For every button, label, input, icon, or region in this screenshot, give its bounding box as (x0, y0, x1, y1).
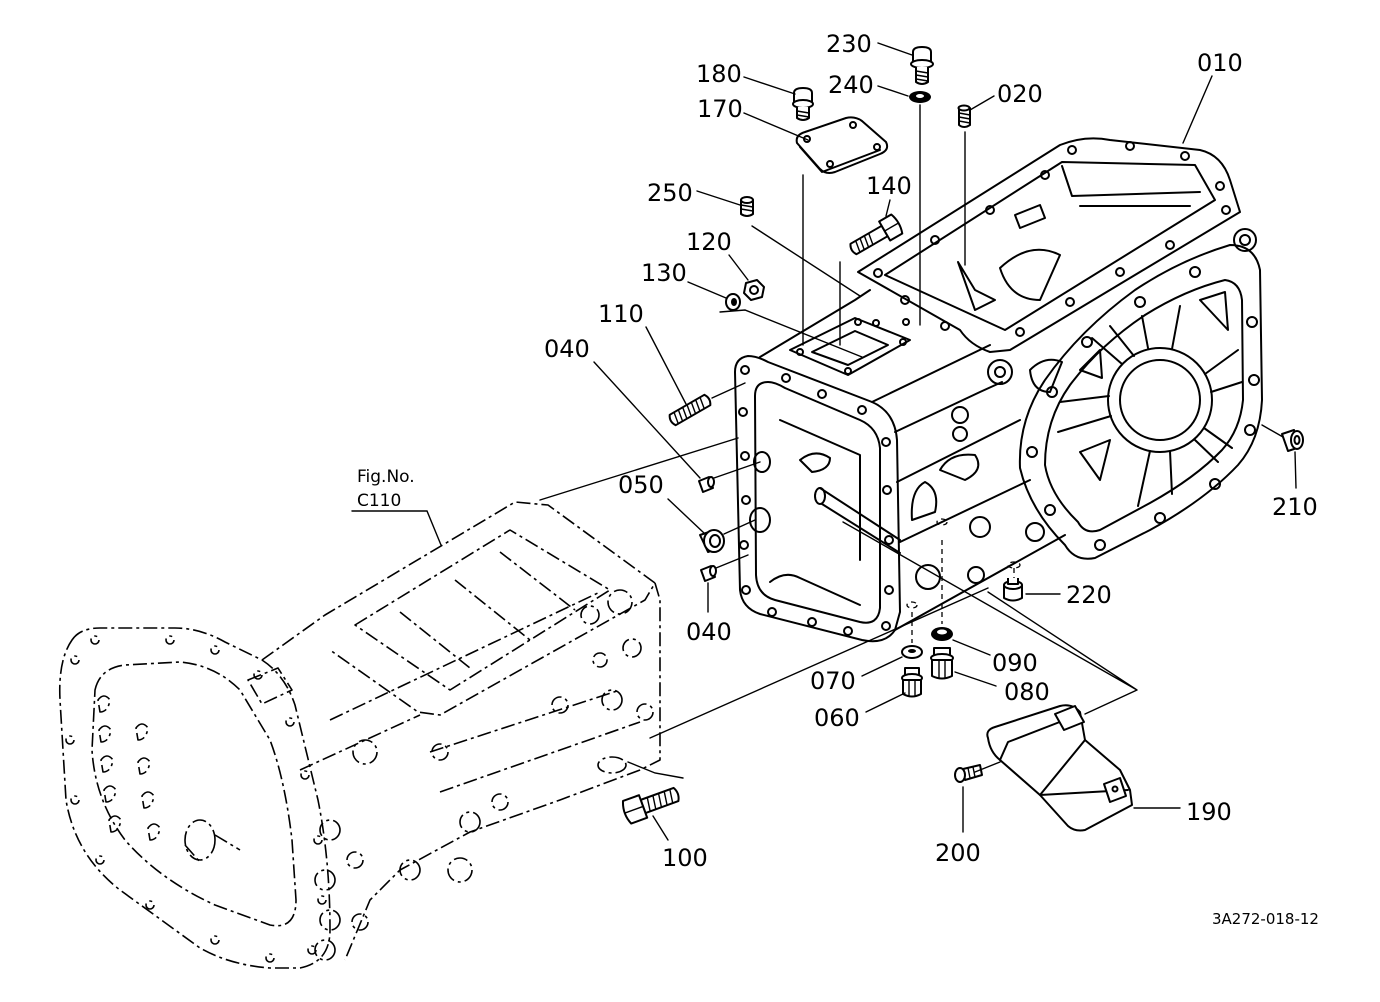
part-010-transmission-case (734, 137, 1263, 643)
part-090-washer (931, 518, 953, 641)
callout-090: 090 (992, 649, 1038, 677)
callout-180: 180 (696, 60, 742, 88)
callout-070: 070 (810, 667, 856, 695)
leader-050 (667, 498, 705, 534)
leader-080 (954, 671, 997, 687)
callout-130: 130 (641, 259, 687, 287)
part-100-bolt (621, 786, 680, 825)
part-200-bolt (954, 764, 983, 783)
leader-140 (885, 199, 891, 217)
callout-110: 110 (598, 300, 644, 328)
part-050-bushing (699, 529, 725, 553)
part-180-bolt (792, 87, 814, 121)
callout-060: 060 (814, 704, 860, 732)
leader-040-upper (593, 361, 701, 479)
figure-reference-number: C110 (357, 491, 401, 511)
callout-220: 220 (1066, 581, 1112, 609)
callout-170: 170 (697, 95, 743, 123)
callout-050: 050 (618, 471, 664, 499)
part-130-washer (725, 293, 741, 311)
leader-060 (865, 692, 906, 713)
callout-240: 240 (828, 71, 874, 99)
assembly-lines (539, 104, 1284, 779)
callout-040-upper: 040 (544, 335, 590, 363)
reference-housing-c110 (58, 501, 661, 969)
leader-100 (652, 815, 669, 841)
callout-010: 010 (1197, 49, 1243, 77)
leader-120 (728, 254, 749, 281)
callout-140: 140 (866, 172, 912, 200)
leader-130 (687, 281, 727, 299)
callout-040-lower: 040 (686, 618, 732, 646)
leader-210 (1294, 451, 1297, 489)
callout-190: 190 (1186, 798, 1232, 826)
callout-100: 100 (662, 844, 708, 872)
leader-230 (877, 42, 913, 56)
callout-080: 080 (1004, 678, 1050, 706)
part-120-nut (743, 279, 765, 301)
leader-180 (743, 76, 796, 95)
callout-020: 020 (997, 80, 1043, 108)
part-250-plug (740, 196, 754, 217)
part-080-plug (930, 647, 954, 680)
drawing-code: 3A272-018-12 (1212, 910, 1319, 928)
callout-200: 200 (935, 839, 981, 867)
leader-240 (877, 85, 909, 97)
callout-250: 250 (647, 179, 693, 207)
leader-250 (696, 190, 741, 206)
leader-070 (861, 656, 903, 677)
part-230-bolt (910, 46, 934, 85)
part-070-washer (901, 601, 923, 659)
part-020-plug (957, 104, 971, 128)
callout-120: 120 (686, 228, 732, 256)
leader-020 (969, 95, 995, 111)
leader-figure-reference (351, 510, 442, 546)
callout-230: 230 (826, 30, 872, 58)
figure-reference-label: Fig.No. (357, 467, 415, 487)
part-040-pin-upper (698, 476, 715, 493)
callout-210: 210 (1272, 493, 1318, 521)
part-060-plug (901, 667, 923, 698)
leader-010 (1182, 75, 1213, 144)
part-040-pin-lower (700, 565, 717, 582)
part-110-stud (668, 393, 712, 427)
part-190-cover (986, 704, 1133, 832)
leader-090 (952, 639, 991, 656)
part-210-plug (1281, 429, 1304, 452)
part-140-bolt (849, 213, 904, 256)
part-220-plug (1003, 561, 1023, 602)
leader-110 (645, 326, 687, 405)
part-240-washer (909, 91, 931, 103)
leader-170 (743, 112, 809, 141)
part-170-cover-plate (795, 116, 889, 174)
